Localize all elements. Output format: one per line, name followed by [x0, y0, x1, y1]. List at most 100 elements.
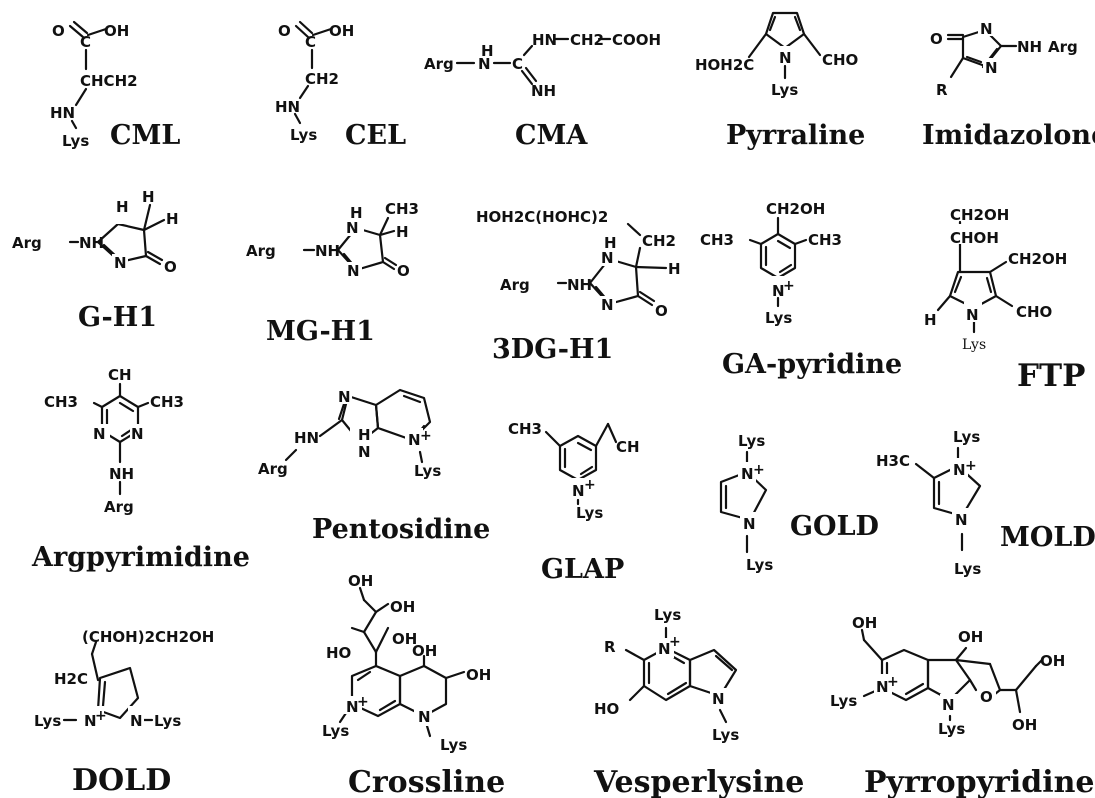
atom-label: O [930, 30, 943, 48]
compound-name: CEL [345, 120, 406, 151]
atom-label: Lys [954, 560, 981, 578]
atom-label: N [346, 219, 359, 237]
atom-label: N [130, 712, 143, 730]
atom-label: + [965, 458, 977, 474]
structure-dold: (CHOH)2CH2OH H2C Lys N + N Lys DOLD [34, 628, 214, 798]
compound-name: Crossline [348, 765, 505, 798]
atom-label: OH [1040, 652, 1065, 670]
atom-label: O [278, 22, 291, 40]
atom-label: Lys [765, 309, 792, 327]
atom-label: OH [958, 628, 983, 646]
compound-name: GOLD [790, 511, 879, 542]
atom-label: CH [616, 438, 640, 456]
atom-label: O [655, 302, 668, 320]
atom-label: Lys [712, 726, 739, 744]
atom-label: + [783, 278, 795, 294]
atom-label: OH [466, 666, 491, 684]
atom-label: C [512, 55, 523, 73]
atom-label: Lys [938, 720, 965, 738]
structure-ftp: CH2OH CHOH CH2OH H N CHO Lys FTP [924, 206, 1085, 394]
atom-label: CHCH2 [80, 72, 138, 90]
atom-label: HO [594, 700, 619, 718]
atom-label: N [114, 254, 127, 272]
atom-label: O [980, 688, 993, 706]
atom-label: H [481, 42, 494, 60]
atom-label: H3C [876, 452, 910, 470]
atom-label: CHO [1016, 303, 1052, 321]
compound-name: GLAP [541, 554, 624, 585]
atom-label: CH3 [44, 393, 78, 411]
atom-label: OH [392, 630, 417, 648]
atom-label: Arg [1048, 38, 1078, 56]
atom-label: H [142, 188, 155, 206]
structure-gold: Lys N + N Lys GOLD [719, 432, 879, 574]
structure-pentosidine: N HN H N N + Arg Lys Pentosidine [258, 386, 490, 545]
atom-label: + [95, 708, 107, 724]
atom-label: H [668, 260, 681, 278]
atom-label: Lys [414, 462, 441, 480]
atom-label: N [985, 59, 998, 77]
atom-label: CH2OH [1008, 250, 1067, 268]
structure-vesperlysine: Lys N + R HO N Lys Vesperlysine [593, 606, 804, 798]
structure-ga-pyridine: CH2OH CH3 CH3 N + Lys GA-pyridine [700, 200, 902, 380]
compound-name: Pyrraline [726, 120, 865, 151]
atom-label: + [420, 428, 432, 444]
atom-label: N [601, 249, 614, 267]
atom-label: + [669, 634, 681, 650]
atom-label: Arg [12, 234, 42, 252]
atom-label: Lys [746, 556, 773, 574]
atom-label: N [358, 443, 371, 461]
atom-label: OH [329, 22, 354, 40]
atom-label: N [779, 49, 792, 67]
atom-label: + [887, 674, 899, 690]
atom-label: NH [109, 465, 134, 483]
atom-label: H [924, 311, 937, 329]
atom-label: H [358, 426, 371, 444]
compound-name: Argpyrimidine [31, 542, 250, 573]
atom-label: Lys [34, 712, 61, 730]
atom-label: Lys [576, 504, 603, 522]
atom-label: O [164, 258, 177, 276]
atom-label: N [347, 262, 360, 280]
atom-label: O [397, 262, 410, 280]
atom-label: OH [348, 572, 373, 590]
atom-label: R [604, 638, 616, 656]
atom-label: H [396, 223, 409, 241]
compound-name: MG-H1 [266, 316, 375, 347]
atom-label: Lys [771, 81, 798, 99]
atom-label: Arg [104, 498, 134, 516]
atom-label: CH2OH [766, 200, 825, 218]
atom-label: CH2 [642, 232, 676, 250]
atom-label: N [408, 431, 421, 449]
atom-label: N [418, 708, 431, 726]
atom-label: COOH [612, 31, 661, 49]
atom-label: NH [79, 234, 104, 252]
atom-label: C [305, 33, 316, 51]
atom-label: NH [315, 242, 340, 260]
atom-label: N [772, 282, 785, 300]
atom-label: N [876, 678, 889, 696]
atom-label: H [116, 198, 129, 216]
structure-cml: O OH C CHCH2 HN Lys CML [50, 20, 180, 151]
atom-label: CHO [822, 51, 858, 69]
atom-label: HN [294, 429, 319, 447]
atom-label: + [357, 694, 369, 710]
structure-imidazolone: O N NH Arg N R Imidazolone [922, 20, 1095, 151]
atom-label: N [93, 425, 106, 443]
atom-label: Lys [962, 337, 986, 353]
atom-label: Lys [322, 722, 349, 740]
compound-name: Pyrropyridine [864, 765, 1095, 798]
atom-label: N [131, 425, 144, 443]
atom-label: N [601, 296, 614, 314]
atom-label: OH [390, 598, 415, 616]
structure-g-h1: H H H Arg NH N O G-H1 [12, 188, 179, 333]
atom-label: CH3 [150, 393, 184, 411]
atom-label: OH [1012, 716, 1037, 734]
atom-label: OH [412, 642, 437, 660]
atom-label: Arg [246, 242, 276, 260]
structure-cel: O OH C CH2 HN Lys CEL [275, 20, 406, 151]
compound-name: FTP [1017, 358, 1085, 394]
atom-label: (CHOH)2CH2OH [82, 628, 214, 646]
atom-label: O [52, 22, 65, 40]
atom-label: R [936, 81, 948, 99]
